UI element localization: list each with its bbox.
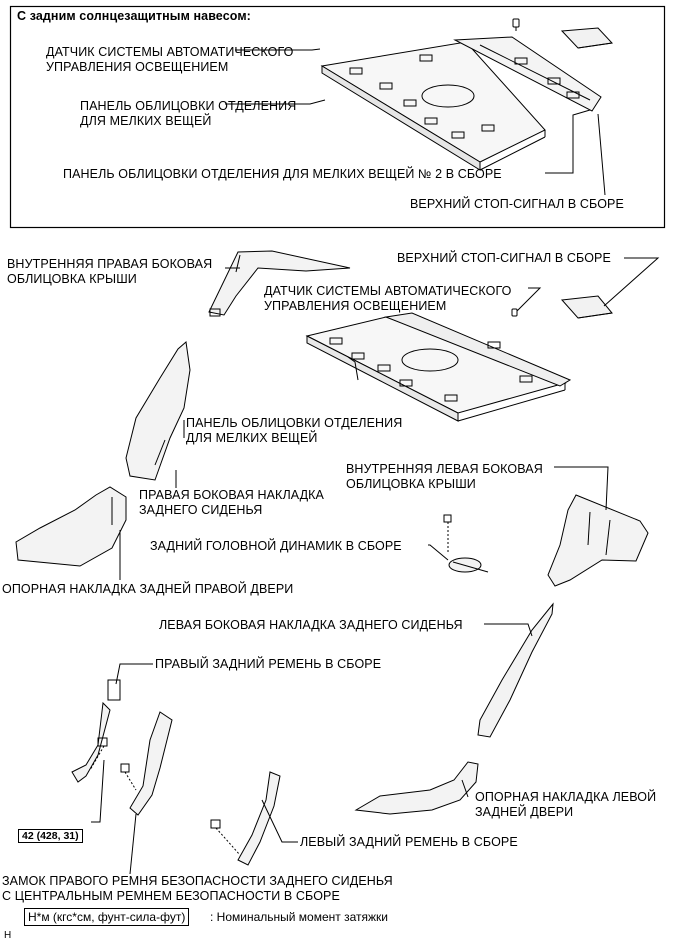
right-scuff-label: ОПОРНАЯ НАКЛАДКА ЗАДНЕЙ ПРАВОЙ ДВЕРИ: [2, 582, 294, 596]
corner-mark: H: [4, 930, 12, 941]
stoplamp-label: ВЕРХНИЙ СТОП-СИГНАЛ В СБОРЕ: [397, 251, 611, 265]
frame-title: С задним солнцезащитным навесом:: [17, 9, 251, 23]
left-scuff-plate-part: [354, 761, 479, 815]
frame-stoplamp-label: ВЕРХНИЙ СТОП-СИГНАЛ В СБОРЕ: [410, 197, 624, 211]
sunshade-variant-frame: [9, 5, 666, 229]
frame-panel-part: [320, 41, 546, 171]
left-roof-trim-part: [547, 494, 649, 587]
speaker-part: [443, 514, 489, 573]
stoplamp-part: [560, 295, 613, 319]
frame-sensor-part: [512, 18, 520, 31]
frame-leaders: [225, 48, 606, 196]
frame-stoplamp-part: [560, 27, 614, 49]
right-roof-trim-part: [208, 250, 351, 317]
right-seat-side-label: ПРАВАЯ БОКОВАЯ НАКЛАДКА ЗАДНЕГО СИДЕНЬЯ: [139, 488, 324, 517]
right-belt-label: ПРАВЫЙ ЗАДНИЙ РЕМЕНЬ В СБОРЕ: [155, 657, 382, 671]
left-seat-side-label: ЛЕВАЯ БОКОВАЯ НАКЛАДКА ЗАДНЕГО СИДЕНЬЯ: [159, 618, 463, 632]
frame-panel-label: ПАНЕЛЬ ОБЛИЦОВКИ ОТДЕЛЕНИЯ ДЛЯ МЕЛКИХ ВЕ…: [80, 99, 297, 128]
speaker-label: ЗАДНИЙ ГОЛОВНОЙ ДИНАМИК В СБОРЕ: [150, 539, 402, 553]
frame-sensor-label: ДАТЧИК СИСТЕМЫ АВТОМАТИЧЕСКОГО УПРАВЛЕНИ…: [46, 45, 294, 74]
right-roof-trim-label: ВНУТРЕННЯЯ ПРАВАЯ БОКОВАЯ ОБЛИЦОВКА КРЫШ…: [7, 257, 213, 286]
buckle-part: [120, 711, 173, 816]
torque-value-box: 42 (428, 31): [18, 829, 83, 843]
left-roof-trim-label: ВНУТРЕННЯЯ ЛЕВАЯ БОКОВАЯ ОБЛИЦОВКА КРЫШИ: [346, 462, 543, 491]
left-belt-part: [210, 771, 281, 866]
left-seat-side-garnish-part: [477, 602, 554, 738]
main-leaders: [91, 257, 660, 875]
sensor-part: [511, 308, 518, 317]
right-seat-side-garnish-part: [125, 341, 191, 481]
torque-legend-text: : Номинальный момент затяжки: [210, 910, 388, 924]
sensor-label: ДАТЧИК СИСТЕМЫ АВТОМАТИЧЕСКОГО УПРАВЛЕНИ…: [264, 284, 512, 313]
right-belt-part: [71, 679, 121, 783]
right-scuff-plate-part: [15, 486, 127, 567]
frame-panel2-label: ПАНЕЛЬ ОБЛИЦОВКИ ОТДЕЛЕНИЯ ДЛЯ МЕЛКИХ ВЕ…: [63, 167, 502, 181]
frame-panel2-part: [453, 36, 602, 112]
left-scuff-label: ОПОРНАЯ НАКЛАДКА ЛЕВОЙ ЗАДНЕЙ ДВЕРИ: [475, 790, 657, 819]
buckle-label: ЗАМОК ПРАВОГО РЕМНЯ БЕЗОПАСНОСТИ ЗАДНЕГО…: [2, 874, 393, 903]
torque-unit-legend: Н*м (кгс*см, фунт-сила-фут): [24, 908, 190, 926]
panel-label: ПАНЕЛЬ ОБЛИЦОВКИ ОТДЕЛЕНИЯ ДЛЯ МЕЛКИХ ВЕ…: [186, 416, 403, 445]
panel-part: [305, 312, 572, 422]
left-belt-label: ЛЕВЫЙ ЗАДНИЙ РЕМЕНЬ В СБОРЕ: [300, 835, 518, 849]
